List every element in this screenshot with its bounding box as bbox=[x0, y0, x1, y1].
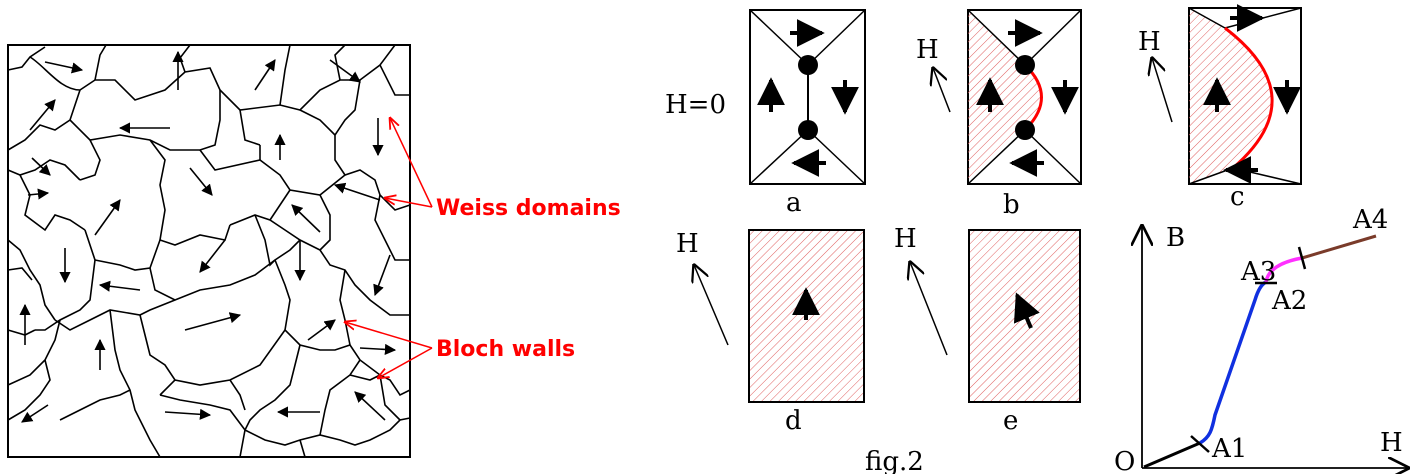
panel-b: H b bbox=[916, 9, 1082, 220]
tilted-arrow bbox=[1013, 292, 1040, 329]
domain-sketch: Weiss domains Bloch walls bbox=[7, 44, 621, 458]
closure-diagonal bbox=[1024, 9, 1082, 66]
magnetization-arrow bbox=[329, 59, 361, 83]
closure-diagonal bbox=[1188, 7, 1226, 29]
magnetization-arrow bbox=[373, 254, 391, 297]
closure-diagonal bbox=[807, 9, 866, 66]
magnetization-arrow bbox=[354, 391, 386, 421]
magnetization-arrow bbox=[21, 404, 49, 423]
magnetization-arrow bbox=[254, 59, 276, 91]
wall-pin-dot bbox=[798, 55, 818, 75]
point-label-a3: A3 bbox=[1240, 257, 1276, 287]
panel-d-label: d bbox=[785, 406, 802, 436]
panel-c-label: c bbox=[1230, 182, 1245, 212]
annotation-leaders bbox=[345, 118, 433, 378]
closure-diagonal bbox=[749, 9, 809, 66]
tick-mark-a1 bbox=[1190, 435, 1210, 453]
curve-segment-a3-a4 bbox=[1301, 234, 1377, 260]
magnetization-arrow bbox=[29, 99, 56, 131]
closure-diagonal bbox=[967, 129, 1026, 185]
panel-e: H e bbox=[894, 224, 1081, 436]
hatched-domain bbox=[968, 10, 1042, 184]
magnetization-arrow bbox=[27, 188, 50, 200]
bloch-leader-line bbox=[345, 322, 433, 349]
wall-pin-dot bbox=[798, 120, 818, 140]
panel-c: H c bbox=[1138, 4, 1302, 212]
curve-segment-a1-a2 bbox=[1199, 280, 1267, 445]
magnetization-arrow bbox=[199, 239, 226, 273]
bloch-wall-network bbox=[7, 44, 411, 458]
closure-diagonal bbox=[967, 9, 1026, 66]
bloch-leader-line bbox=[378, 347, 433, 378]
field-arrow-e bbox=[910, 262, 948, 356]
field-arrow-d bbox=[694, 265, 729, 346]
wall-pin-dot bbox=[1015, 120, 1035, 140]
magnetization-arrow bbox=[184, 312, 242, 331]
figure-caption: fig.2 bbox=[865, 447, 924, 474]
tick-mark-a3 bbox=[1297, 246, 1307, 270]
magnetization-arrow bbox=[359, 343, 397, 356]
magnetization-arrows bbox=[19, 50, 397, 423]
magnetization-arrow bbox=[94, 199, 121, 236]
weiss-leader-line bbox=[390, 118, 433, 208]
h-axis-label: H bbox=[1380, 428, 1403, 458]
magnetization-arrow bbox=[44, 61, 84, 74]
panel-d: H d bbox=[676, 229, 865, 436]
magnetization-arrow bbox=[291, 204, 321, 233]
weiss-leader-line bbox=[385, 198, 433, 208]
bh-graph: B H O A1 A2 A3 A4 bbox=[1114, 205, 1408, 474]
magnetization-arrow bbox=[98, 280, 141, 292]
wall-pin-dot bbox=[1015, 55, 1035, 75]
point-label-a1: A1 bbox=[1211, 434, 1247, 464]
bloch-walls-label: Bloch walls bbox=[436, 337, 575, 362]
point-label-a4: A4 bbox=[1352, 205, 1388, 235]
b-axis-label: B bbox=[1166, 223, 1185, 253]
h-label-c: H bbox=[1138, 27, 1161, 57]
magnetization-arrow bbox=[31, 157, 51, 176]
h-label-d: H bbox=[676, 229, 699, 259]
curve-segment-a2-a3 bbox=[1264, 256, 1303, 283]
magnetization-arrow bbox=[189, 167, 213, 196]
panel-b-label: b bbox=[1003, 190, 1020, 220]
panel-a-label: a bbox=[786, 188, 802, 218]
closure-diagonal bbox=[1024, 129, 1082, 185]
bulging-wall bbox=[1224, 26, 1274, 170]
magnetization-arrow bbox=[164, 408, 212, 420]
closure-diagonal bbox=[749, 129, 809, 185]
initial-segment bbox=[1143, 441, 1201, 469]
magnetization-arrow bbox=[307, 319, 336, 341]
panel-a: H=0 a bbox=[665, 9, 866, 218]
point-label-a2: A2 bbox=[1271, 286, 1307, 316]
field-arrow-c bbox=[1152, 58, 1173, 123]
h-label-b: H bbox=[916, 35, 939, 65]
panel-e-label: e bbox=[1003, 406, 1018, 436]
field-arrow-b bbox=[933, 68, 951, 113]
magnetization-arrow bbox=[333, 182, 381, 201]
weiss-domains-label: Weiss domains bbox=[436, 196, 621, 221]
h-label-e: H bbox=[894, 224, 917, 254]
origin-label: O bbox=[1114, 447, 1135, 474]
sketch-frame bbox=[7, 44, 411, 458]
closure-diagonal bbox=[807, 129, 866, 185]
h-zero-label: H=0 bbox=[665, 90, 726, 120]
